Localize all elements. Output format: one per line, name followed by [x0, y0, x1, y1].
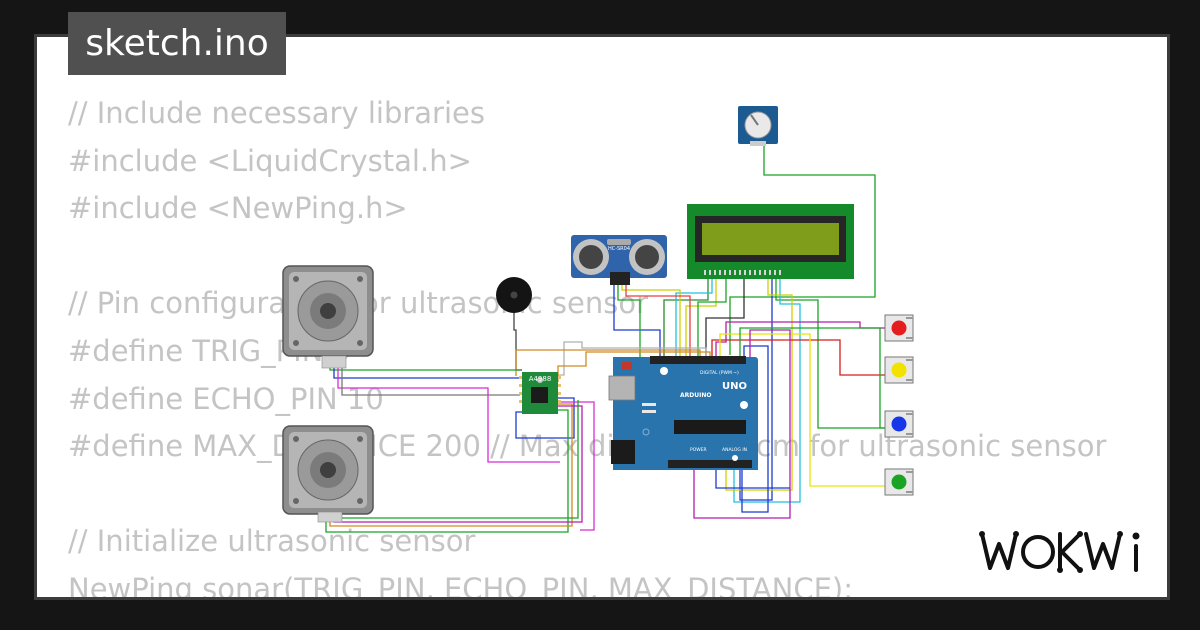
wire	[557, 351, 711, 382]
stepper-motor-top	[282, 265, 374, 369]
wire	[617, 285, 641, 358]
wire	[558, 341, 707, 376]
wire	[515, 349, 701, 376]
wire	[621, 285, 681, 358]
arduino-brand: ARDUINO	[680, 392, 711, 399]
driver-label: A4988	[529, 375, 552, 383]
push-button-red[interactable]	[884, 314, 914, 342]
wire	[341, 368, 520, 396]
wire	[663, 278, 709, 358]
wire	[329, 368, 520, 371]
button-cap	[891, 362, 907, 378]
wokwi-logo	[979, 531, 1140, 573]
wire	[625, 285, 691, 358]
arduino-uno: UNO ARDUINO DIGITAL (PWM ~) ANALOG IN PO…	[608, 356, 758, 470]
wire	[705, 278, 745, 358]
wire	[337, 368, 560, 463]
button-cap	[891, 474, 907, 490]
file-tab[interactable]: sketch.ino	[68, 12, 286, 75]
arduino-model: UNO	[722, 381, 747, 392]
wire	[733, 278, 801, 503]
buzzer	[496, 277, 532, 313]
wire	[325, 409, 569, 533]
wire	[739, 327, 888, 429]
code-line: #define ECHO_PIN 10	[68, 381, 384, 416]
wire	[739, 278, 773, 501]
wire	[725, 278, 793, 491]
code-line: // Include necessary libraries	[68, 96, 485, 130]
button-cap	[891, 320, 907, 336]
wire	[337, 400, 579, 519]
wire	[515, 397, 575, 439]
power-label: POWER	[690, 447, 707, 453]
code-line: #include <LiquidCrystal.h>	[68, 143, 472, 178]
wires	[325, 145, 888, 533]
wire	[729, 145, 876, 355]
wire	[613, 285, 661, 358]
ultrasonic-sensor: HC-SR04	[571, 235, 667, 285]
code-line: // Initialize ultrasonic sensor	[68, 524, 476, 559]
sensor-label: HC-SR04	[608, 246, 630, 252]
push-button-green[interactable]	[884, 468, 914, 496]
wire	[719, 333, 888, 487]
code-line: #include <NewPing.h>	[68, 191, 408, 226]
wire	[333, 368, 520, 379]
wire	[693, 329, 791, 519]
wire	[513, 312, 522, 371]
wire	[715, 470, 790, 489]
code-preview: // Include necessary libraries #include <…	[68, 90, 1106, 600]
lcd-display	[687, 204, 854, 279]
wire	[741, 345, 769, 513]
digital-label: DIGITAL (PWM ~)	[700, 370, 739, 376]
a4988-driver: A4988	[519, 372, 561, 414]
wire	[558, 401, 595, 531]
analog-label: ANALOG IN	[722, 447, 747, 453]
wire	[775, 278, 888, 429]
wire	[675, 278, 713, 358]
wire	[685, 278, 717, 358]
potentiometer	[738, 106, 778, 146]
wire	[697, 278, 727, 358]
preview-frame: // Include necessary libraries #include <…	[34, 34, 1170, 600]
code-line: // Pin configuration for ultrasonic sens…	[68, 286, 648, 321]
wire	[711, 339, 888, 376]
button-cap	[891, 416, 907, 432]
push-button-yellow[interactable]	[884, 356, 914, 384]
code-line: NewPing sonar(TRIG_PIN, ECHO_PIN, MAX_DI…	[68, 571, 854, 600]
push-button-blue[interactable]	[884, 410, 914, 438]
stepper-motor-bottom	[282, 425, 374, 523]
